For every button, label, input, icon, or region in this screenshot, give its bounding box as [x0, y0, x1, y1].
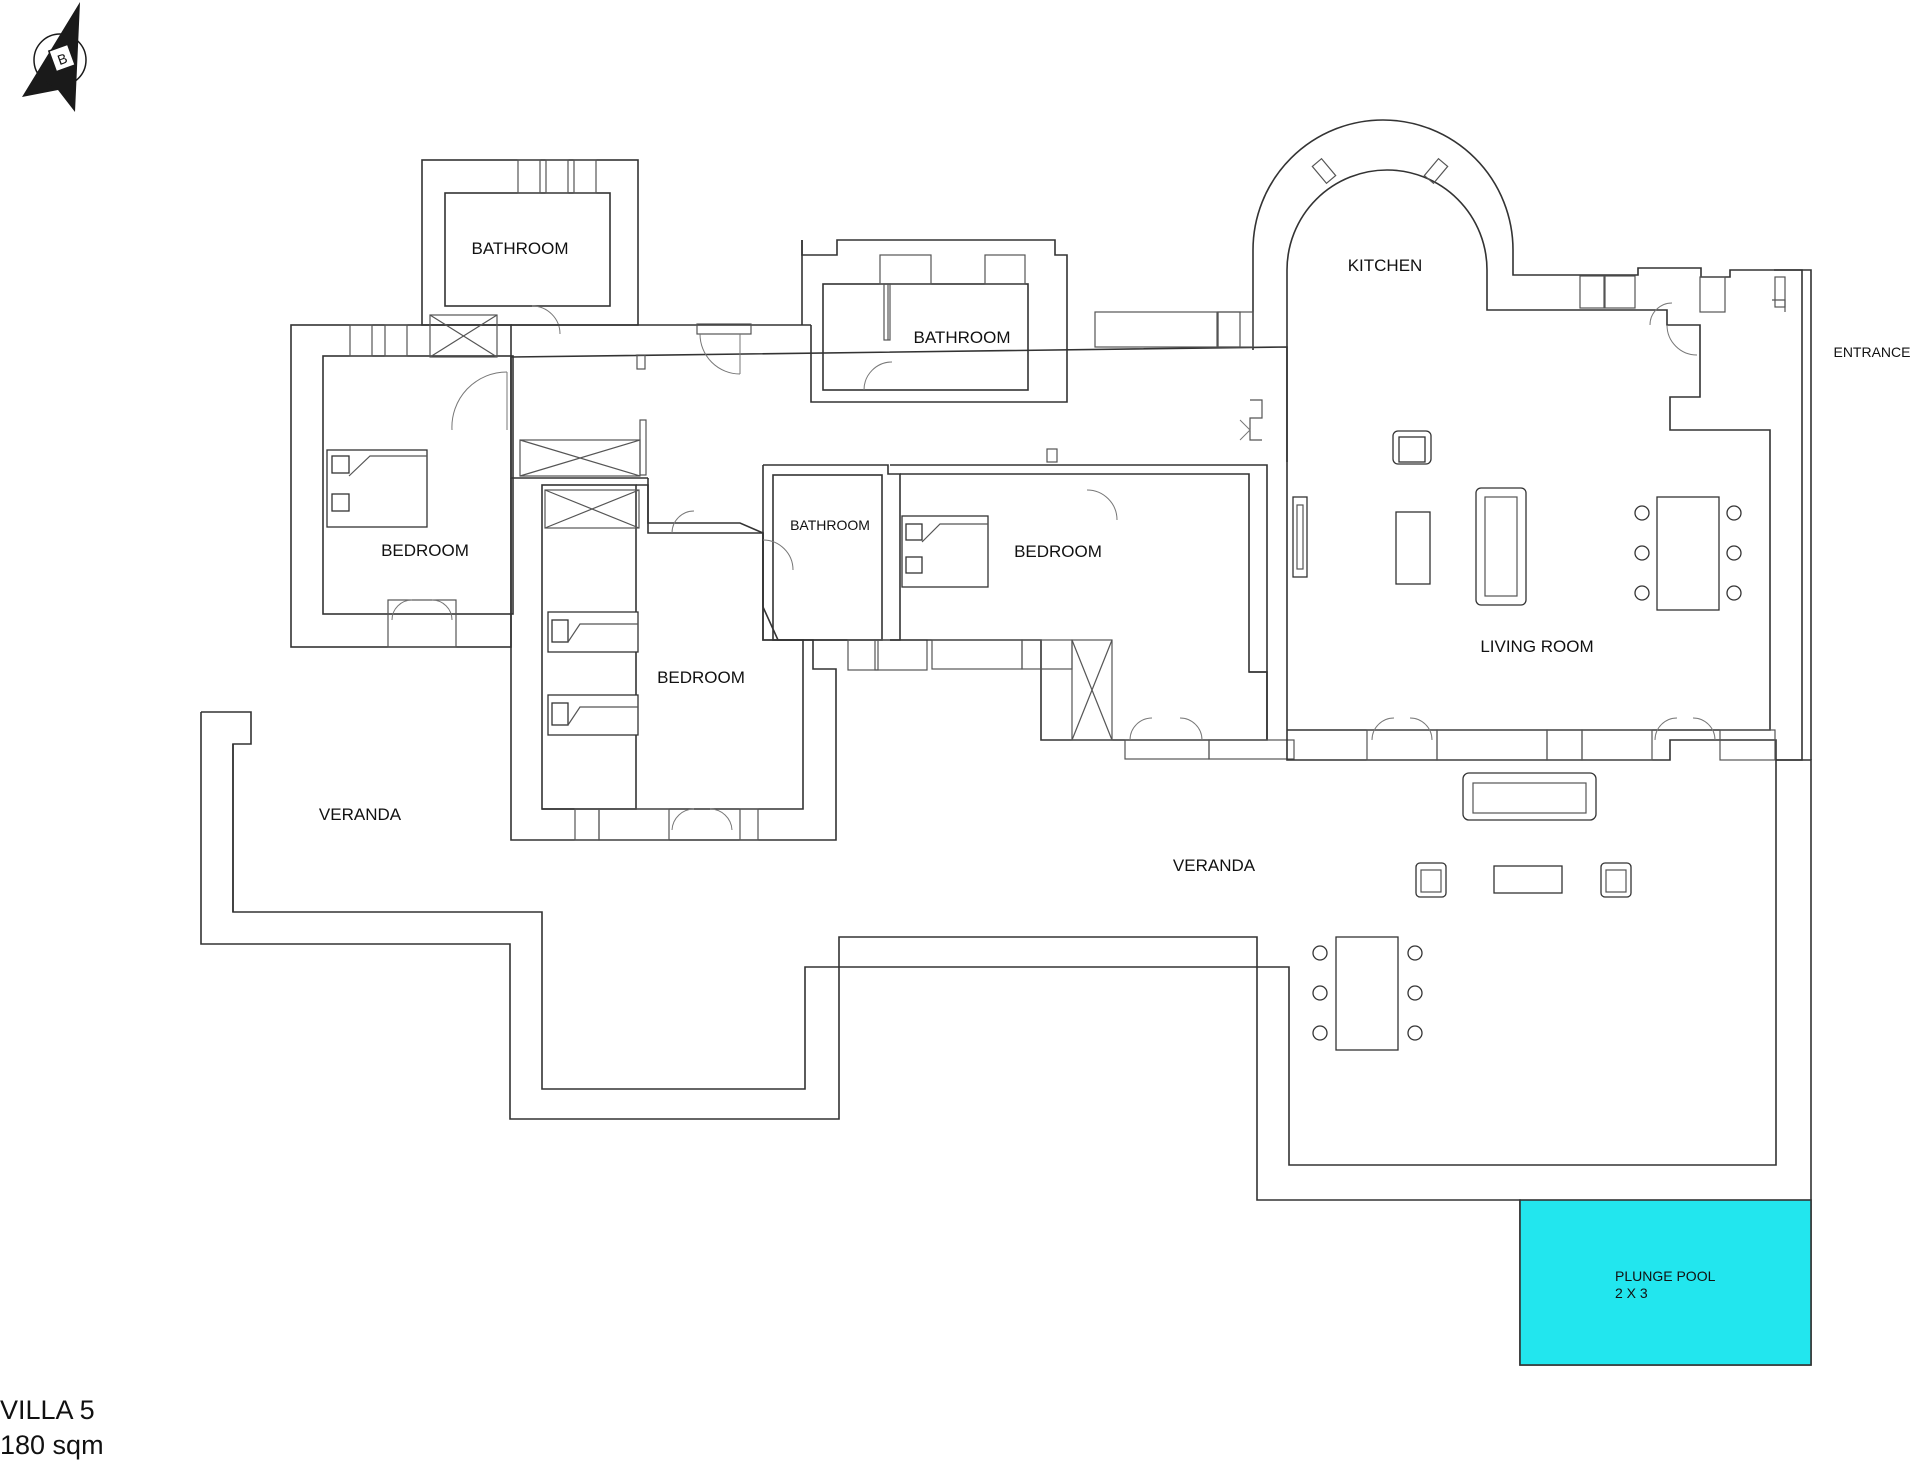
corridor-walls	[510, 239, 1288, 479]
living-furniture	[1292, 430, 1742, 611]
plunge-pool-size: 2 X 3	[1615, 1285, 1648, 1301]
room-label-bedroom: BEDROOM	[1014, 542, 1102, 561]
living-kitchen-walls	[1217, 119, 1803, 761]
villa-area: 180 sqm	[0, 1430, 104, 1460]
twin-bed-1	[547, 611, 639, 653]
bathroom-3-walls	[762, 464, 928, 671]
room-label-kitchen: KITCHEN	[1348, 256, 1423, 275]
room-label-living-room: LIVING ROOM	[1480, 637, 1593, 656]
room-label-entrance: ENTRANCE	[1833, 344, 1910, 360]
plunge-pool	[1519, 1199, 1812, 1366]
room-label-plunge-pool: PLUNGE POOL	[1615, 1268, 1716, 1284]
bedroom-3-walls	[890, 464, 1295, 760]
bedroom-2-walls	[510, 478, 837, 841]
veranda-furniture	[1312, 772, 1632, 1051]
room-label-bathroom: BATHROOM	[914, 328, 1011, 347]
room-label-bedroom: BEDROOM	[381, 541, 469, 560]
room-label-bathroom: BATHROOM	[790, 517, 870, 533]
double-bed	[901, 515, 989, 588]
villa-name: VILLA 5	[0, 1395, 95, 1425]
room-label-bathroom: BATHROOM	[472, 239, 569, 258]
west-block-walls	[290, 159, 639, 648]
room-label-veranda: VERANDA	[1173, 856, 1256, 875]
room-label-veranda: VERANDA	[319, 805, 402, 824]
room-label-bedroom: BEDROOM	[657, 668, 745, 687]
twin-bed-2	[547, 694, 639, 736]
double-bed	[326, 449, 428, 528]
compass-icon: B	[22, 2, 87, 112]
entrance-walls	[1772, 269, 1812, 760]
